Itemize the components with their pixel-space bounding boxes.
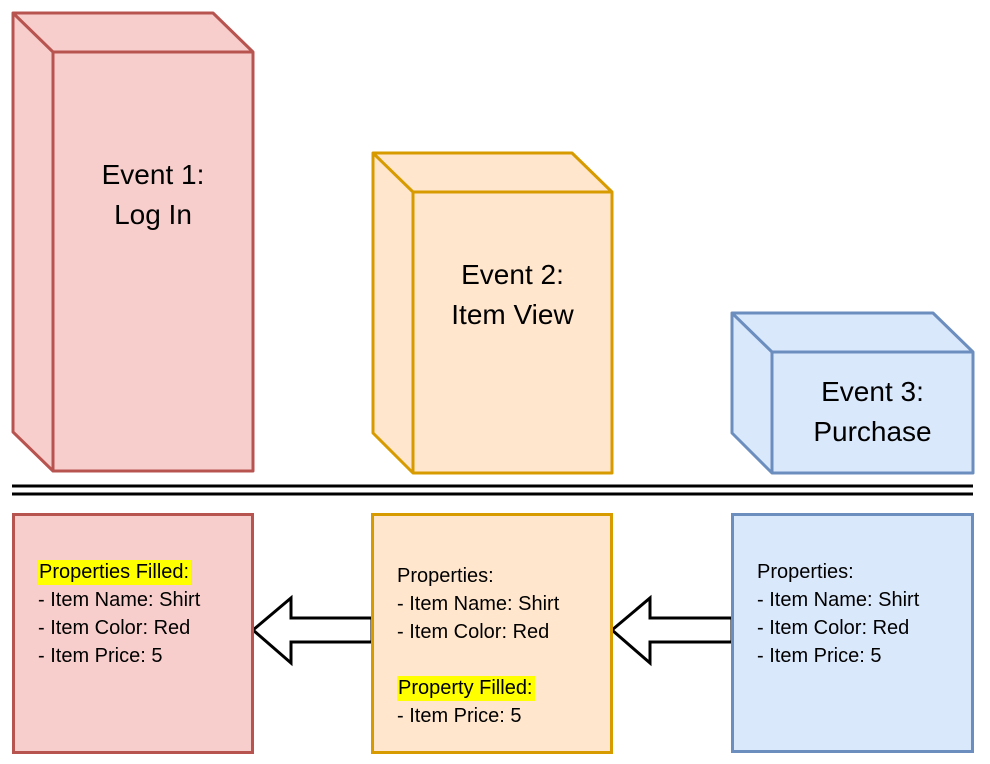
properties-line: - Item Name: Shirt <box>397 593 560 615</box>
properties-line: - Item Price: 5 <box>397 705 522 727</box>
properties-line: Property Filled: <box>397 674 600 702</box>
properties-line: - Item Color: Red <box>38 617 191 639</box>
properties-line: - Item Color: Red <box>757 617 910 639</box>
properties-line: Properties: <box>757 561 854 583</box>
event2-label: Event 2: Item View <box>451 259 574 330</box>
arrow-event3-to-event2 <box>609 594 734 667</box>
event1-label: Event 1: Log In <box>101 159 205 230</box>
event2-cube <box>371 151 614 475</box>
properties-blank-line <box>397 646 600 674</box>
separator-double-line <box>12 484 973 496</box>
event3-properties-box: Properties: - Item Name: Shirt - Item Co… <box>731 513 974 753</box>
properties-filled-heading: Properties Filled: <box>38 560 192 585</box>
event1-properties-box: Properties Filled: - Item Name: Shirt - … <box>12 513 254 754</box>
properties-line: Properties Filled: <box>38 558 241 586</box>
properties-line: Properties: <box>397 565 494 587</box>
properties-line: - Item Name: Shirt <box>757 589 920 611</box>
properties-line: - Item Color: Red <box>397 621 550 643</box>
event1-cube <box>11 11 255 473</box>
event3-cube <box>730 311 975 475</box>
event3-label: Event 3: Purchase <box>813 376 932 447</box>
arrow-event2-to-event1 <box>250 594 374 667</box>
event2-properties-box: Properties: - Item Name: Shirt - Item Co… <box>371 513 613 754</box>
properties-line: - Item Price: 5 <box>38 645 163 667</box>
properties-line: - Item Price: 5 <box>757 645 882 667</box>
properties-line: - Item Name: Shirt <box>38 589 201 611</box>
property-filled-heading: Property Filled: <box>397 676 535 701</box>
